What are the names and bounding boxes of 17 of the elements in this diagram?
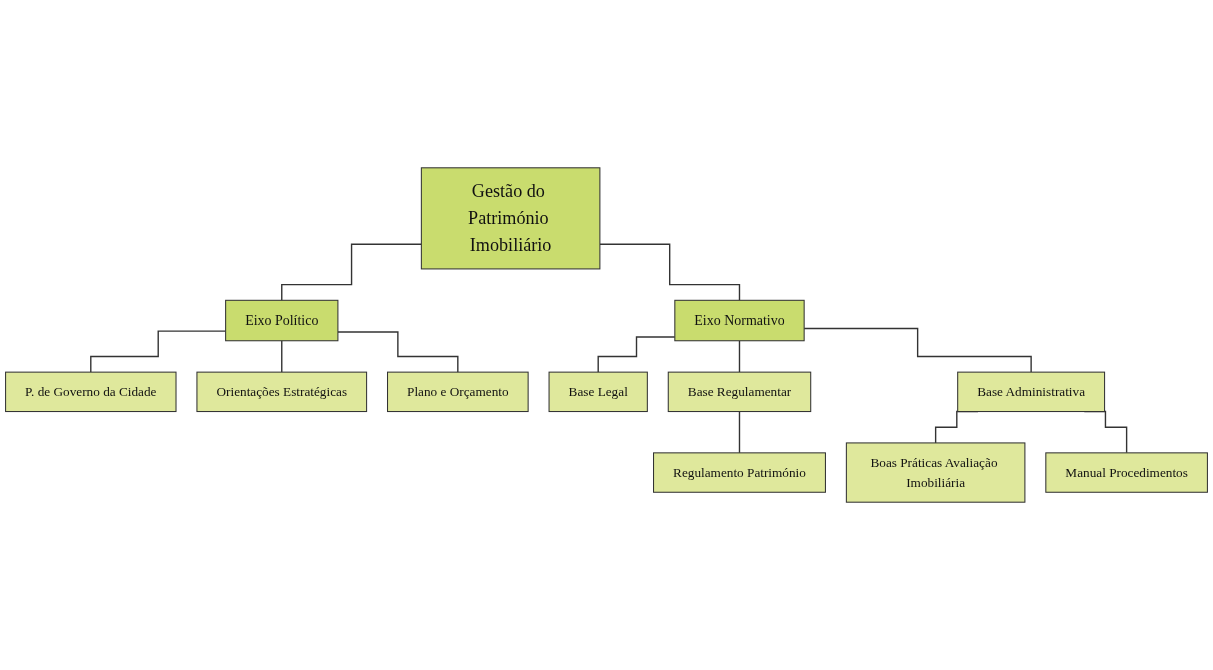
- node-box: Eixo Normativo: [674, 299, 805, 342]
- node-box: Eixo Político: [225, 299, 339, 342]
- node-box: P. de Governo da Cidade: [5, 371, 177, 413]
- node-box: Gestão do Património Imobiliário: [420, 167, 601, 270]
- connector: [281, 340, 283, 373]
- node-box: Plano e Orçamento: [387, 371, 529, 413]
- connector: [738, 410, 741, 454]
- node-box: Manual Procedimentos: [1045, 452, 1208, 493]
- node-box: Regulamento Património: [653, 452, 826, 493]
- node-box: Boas Práticas Avaliação Imobiliária: [845, 442, 1026, 503]
- connector: [599, 243, 741, 301]
- connector: [738, 340, 741, 373]
- node-box: Base Administrativa: [957, 371, 1106, 413]
- node-box: Base Legal: [548, 371, 648, 413]
- connector: [337, 331, 459, 373]
- node-box: Orientações Estratégicas: [196, 371, 368, 413]
- node-box: Base Regulamentar: [667, 371, 812, 413]
